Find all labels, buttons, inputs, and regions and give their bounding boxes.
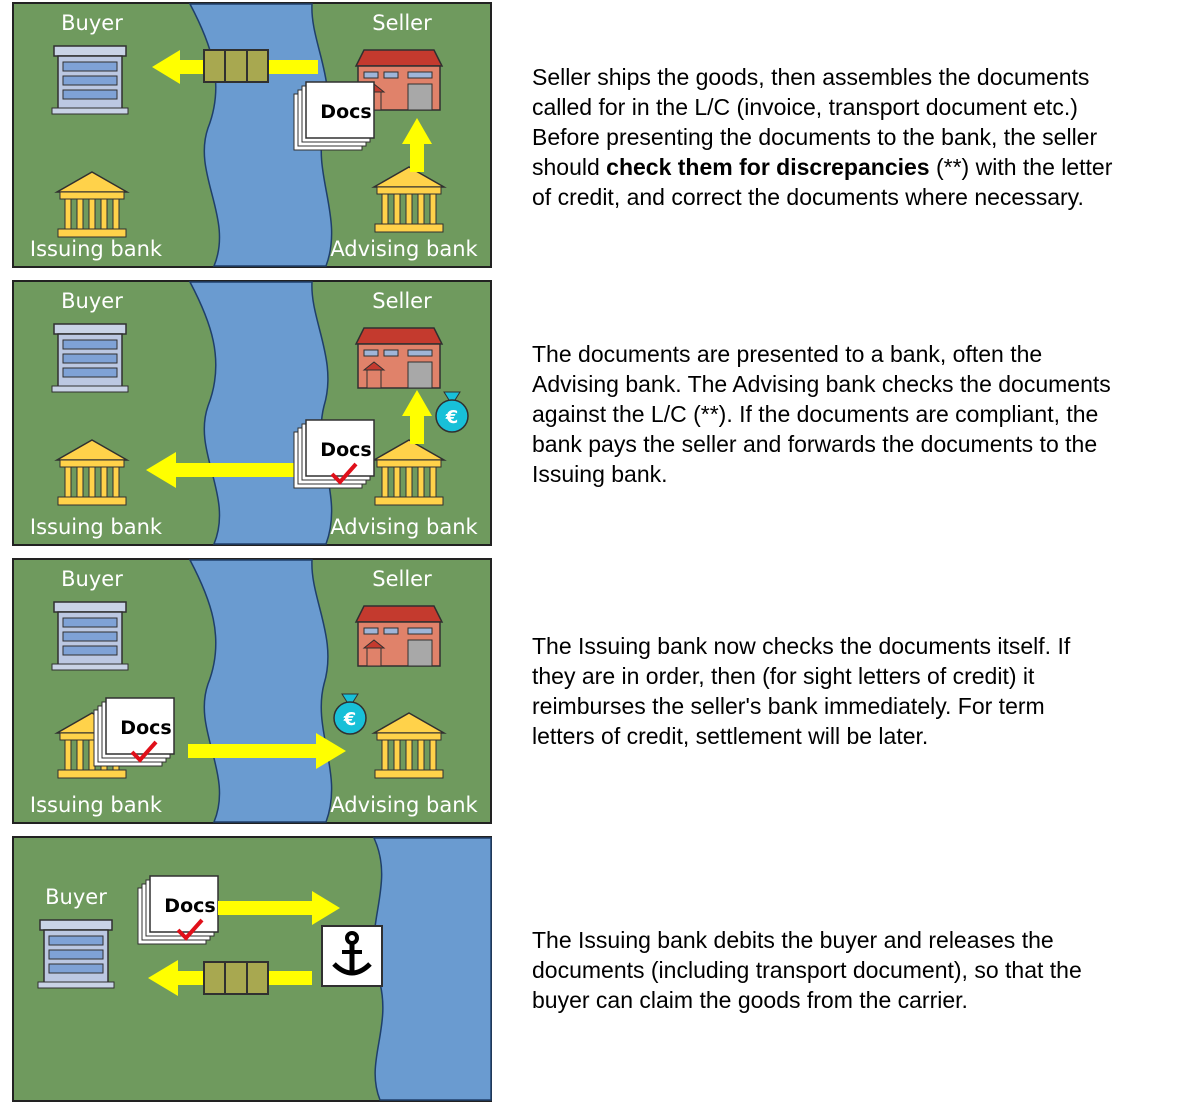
- advising-bank-label: Advising bank: [330, 237, 478, 261]
- desc-line: Advising bank. The Advising bank checks …: [532, 371, 1111, 397]
- issuing-bank-label: Issuing bank: [30, 237, 163, 261]
- desc-line: against the L/C (**). If the documents a…: [532, 401, 1099, 427]
- advising-bank-label: Advising bank: [330, 515, 478, 539]
- panel-step-1: Buyer Seller Issuing bank Advising bank …: [12, 2, 492, 268]
- desc-line: Before presenting the documents to the b…: [532, 124, 1098, 150]
- desc-line: reimburses the seller's bank immediately…: [532, 693, 1045, 719]
- desc-line: buyer can claim the goods from the carri…: [532, 987, 968, 1013]
- seller-factory-icon: [355, 605, 443, 667]
- docs-label: Docs: [164, 895, 215, 917]
- step-2-description: The documents are presented to a bank, o…: [532, 339, 1202, 489]
- anchor-carrier-icon: [322, 926, 382, 986]
- issuing-bank-label: Issuing bank: [30, 515, 163, 539]
- diagram-step-3: Buyer Seller Issuing bank Advising bank …: [12, 558, 492, 824]
- buyer-label: Buyer: [61, 567, 123, 591]
- arrow-shaft: [410, 414, 424, 444]
- desc-line: documents (including transport document)…: [532, 957, 1082, 983]
- desc-text: should: [532, 154, 607, 180]
- desc-line: letters of credit, settlement will be la…: [532, 723, 929, 749]
- desc-line: bank pays the seller and forwards the do…: [532, 431, 1098, 457]
- buyer-office-icon: [51, 45, 129, 115]
- desc-bold-text: check them for discrepancies: [606, 154, 930, 180]
- panel-step-2: Buyer Seller Issuing bank Advising bank …: [12, 280, 492, 546]
- docs-label: Docs: [120, 717, 171, 739]
- arrow-up-icon: [402, 118, 432, 144]
- arrow-left-icon: [146, 452, 176, 488]
- seller-label: Seller: [372, 11, 432, 35]
- buyer-label: Buyer: [45, 885, 107, 909]
- arrow-shaft: [174, 463, 314, 477]
- issuing-bank-label: Issuing bank: [30, 793, 163, 817]
- diagram-step-4: Buyer Docs: [12, 836, 492, 1102]
- arrow-right-icon: [316, 733, 346, 769]
- arrow-shaft: [410, 142, 424, 172]
- desc-line: of credit, and correct the documents whe…: [532, 184, 1084, 210]
- arrow-left-icon: [148, 960, 178, 996]
- sea: [372, 837, 492, 1101]
- arrow-up-icon: [402, 390, 432, 416]
- buyer-office-icon: [37, 919, 115, 989]
- docs-label: Docs: [320, 101, 371, 123]
- diagram-step-1: Buyer Seller Issuing bank Advising bank …: [12, 2, 492, 268]
- buyer-office-icon: [51, 323, 129, 393]
- seller-factory-icon: [355, 327, 443, 389]
- desc-line: The documents are presented to a bank, o…: [532, 341, 1043, 367]
- step-4-description: The Issuing bank debits the buyer and re…: [532, 925, 1202, 1015]
- advising-bank-label: Advising bank: [330, 793, 478, 817]
- seller-label: Seller: [372, 289, 432, 313]
- arrow-right-icon: [312, 891, 340, 925]
- panel-step-3: Buyer Seller Issuing bank Advising bank …: [12, 558, 492, 824]
- desc-text: (**) with the letter: [929, 154, 1113, 180]
- desc-line: The Issuing bank now checks the document…: [532, 633, 1071, 659]
- desc-line: called for in the L/C (invoice, transpor…: [532, 94, 1078, 120]
- seller-label: Seller: [372, 567, 432, 591]
- buyer-office-icon: [51, 601, 129, 671]
- buyer-label: Buyer: [61, 289, 123, 313]
- panel-step-4: Buyer Docs: [12, 836, 492, 1102]
- diagram-step-2: Buyer Seller Issuing bank Advising bank …: [12, 280, 492, 546]
- step-1-description: Seller ships the goods, then assembles t…: [532, 62, 1202, 212]
- desc-line: they are in order, then (for sight lette…: [532, 663, 1035, 689]
- buyer-label: Buyer: [61, 11, 123, 35]
- docs-label: Docs: [320, 439, 371, 461]
- desc-line: Issuing bank.: [532, 461, 668, 487]
- desc-line: The Issuing bank debits the buyer and re…: [532, 927, 1054, 953]
- desc-line: should check them for discrepancies (**)…: [532, 152, 1202, 182]
- desc-line: Seller ships the goods, then assembles t…: [532, 64, 1090, 90]
- goods-icon: [203, 961, 269, 995]
- arrow-shaft: [218, 901, 314, 915]
- arrow-left-icon: [152, 50, 180, 84]
- arrow-shaft: [188, 744, 318, 758]
- step-3-description: The Issuing bank now checks the document…: [532, 631, 1202, 751]
- goods-icon: [203, 49, 269, 83]
